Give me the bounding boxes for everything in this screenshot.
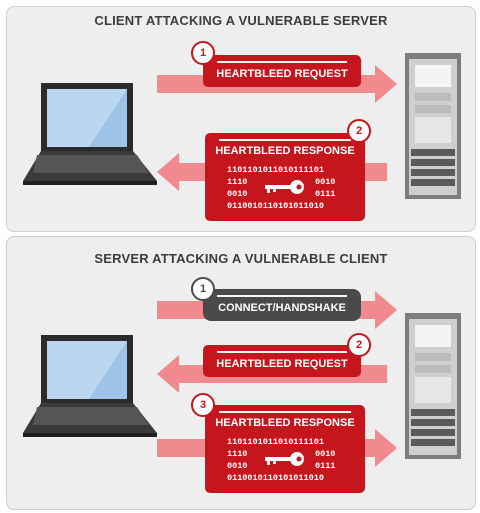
- step-badge: 3: [191, 393, 215, 417]
- binary-line-4: 0110010110101011010: [227, 201, 324, 211]
- step-badge: 1: [191, 277, 215, 301]
- divider: [217, 61, 347, 63]
- binary-line-2-left: 1110: [227, 177, 248, 187]
- heartbleed-response-box: HEARTBLEED RESPONSE 1101101011010111101 …: [205, 405, 365, 493]
- divider: [217, 295, 347, 297]
- binary-line-4: 0110010110101011010: [227, 473, 324, 483]
- response-label: HEARTBLEED RESPONSE: [215, 145, 355, 157]
- binary-line-3-right: 0111: [315, 189, 336, 199]
- binary-line-2-left: 1110: [227, 449, 248, 459]
- panel-title: SERVER ATTACKING A VULNERABLE CLIENT: [94, 251, 388, 266]
- binary-line-3-left: 0010: [227, 189, 248, 199]
- step-badge: 2: [347, 119, 371, 143]
- binary-line-3-right: 0111: [315, 461, 336, 471]
- panel-server-attacking-client: SERVER ATTACKING A VULNERABLE CLIENT: [6, 236, 476, 510]
- panel-title: CLIENT ATTACKING A VULNERABLE SERVER: [94, 13, 388, 28]
- panel-client-attacking-server: CLIENT ATTACKING A VULNERABLE SERVER: [6, 6, 476, 232]
- binary-line-3-left: 0010: [227, 461, 248, 471]
- step-badge: 1: [191, 41, 215, 65]
- server-tower-icon: [405, 53, 461, 199]
- heartbleed-response-box: HEARTBLEED RESPONSE 1101101011010111101 …: [205, 133, 365, 221]
- binary-line-1: 1101101011010111101: [227, 165, 324, 175]
- binary-line-2-right: 0010: [315, 177, 336, 187]
- heartbleed-request-box: HEARTBLEED REQUEST: [203, 55, 361, 87]
- binary-line-2-right: 0010: [315, 449, 336, 459]
- key-icon: [265, 180, 304, 194]
- handshake-label: CONNECT/HANDSHAKE: [218, 302, 346, 314]
- laptop-icon: [23, 83, 157, 185]
- laptop-icon: [23, 335, 157, 437]
- binary-line-1: 1101101011010111101: [227, 437, 324, 447]
- server-tower-icon: [405, 313, 461, 459]
- request-label: HEARTBLEED REQUEST: [216, 68, 348, 80]
- request-label: HEARTBLEED REQUEST: [216, 358, 348, 370]
- divider: [219, 139, 351, 141]
- divider: [219, 411, 351, 413]
- response-label: HEARTBLEED RESPONSE: [215, 417, 355, 429]
- key-icon: [265, 452, 304, 466]
- heartbleed-request-box: HEARTBLEED REQUEST: [203, 345, 361, 377]
- step-badge: 2: [347, 333, 371, 357]
- connect-handshake-box: CONNECT/HANDSHAKE: [203, 289, 361, 321]
- divider: [217, 351, 347, 353]
